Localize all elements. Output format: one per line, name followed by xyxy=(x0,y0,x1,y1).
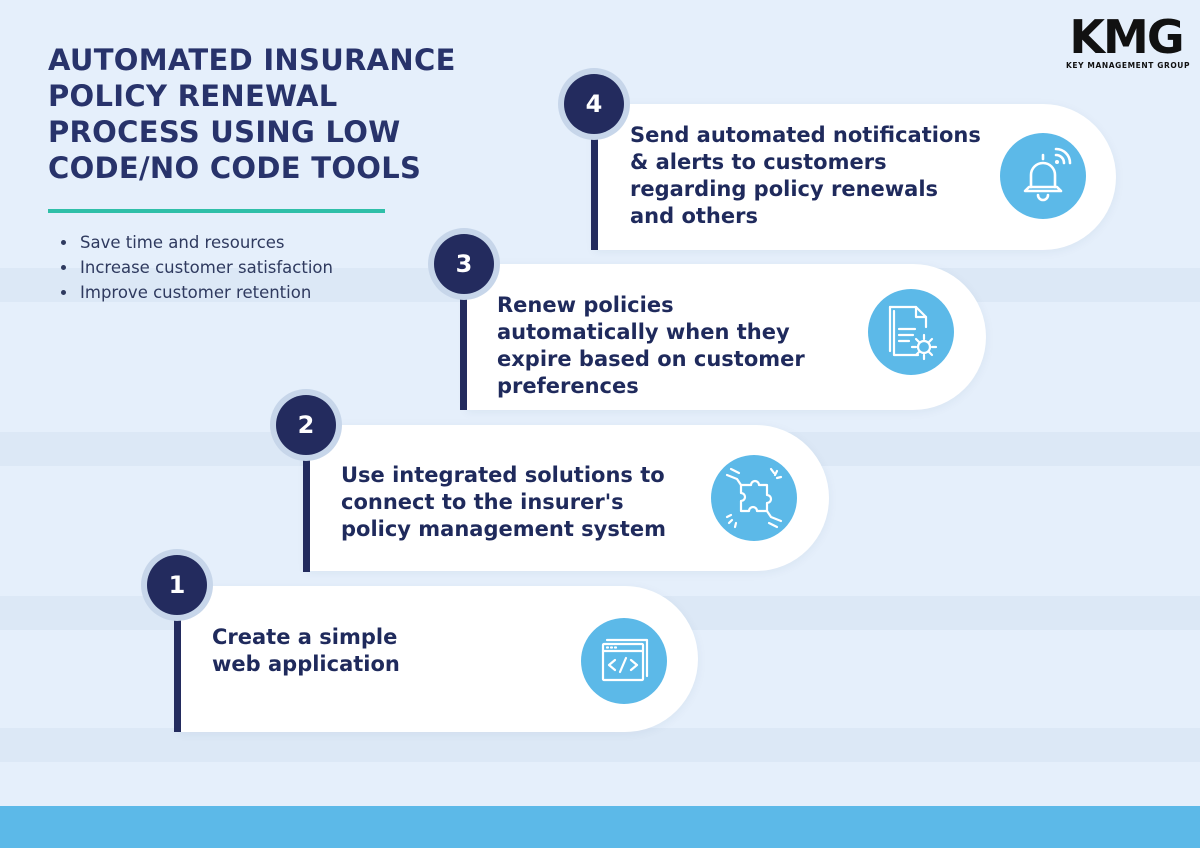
kmg-logo: KMG KEY MANAGEMENT GROUP xyxy=(1066,10,1191,70)
benefit-item: Save time and resources xyxy=(78,230,333,255)
step-badge-ring: 2 xyxy=(270,389,342,461)
step-connector-line xyxy=(460,260,467,410)
background-stripe xyxy=(0,728,1200,762)
step-icon-circle xyxy=(868,289,954,375)
bell-notification-icon xyxy=(1023,147,1072,202)
step-connector-line xyxy=(303,420,310,572)
step-number-badge: 2 xyxy=(276,395,336,455)
step-badge-ring: 4 xyxy=(558,68,630,140)
step-badge-ring: 3 xyxy=(428,228,500,300)
step-connector-line xyxy=(174,580,181,732)
title-line: AUTOMATED INSURANCE xyxy=(48,43,456,77)
logo-subtitle: KEY MANAGEMENT GROUP xyxy=(1066,61,1191,70)
step-icon-circle xyxy=(581,618,667,704)
step-number-badge: 1 xyxy=(147,555,207,615)
benefit-item: Increase customer satisfaction xyxy=(78,255,333,280)
title-divider xyxy=(48,209,385,213)
document-gear-icon xyxy=(888,305,938,361)
title-line: CODE/NO CODE TOOLS xyxy=(48,151,422,185)
puzzle-hands-icon xyxy=(725,467,783,529)
step-text: Renew policies automatically when they e… xyxy=(497,293,805,398)
footer-band xyxy=(0,806,1200,848)
step-icon-circle xyxy=(1000,133,1086,219)
step-text: Use integrated solutions to connect to t… xyxy=(341,463,667,541)
code-window-icon xyxy=(601,638,649,682)
step-text: Create a simple web application xyxy=(212,625,400,676)
page-title: AUTOMATED INSURANCE POLICY RENEWAL PROCE… xyxy=(48,42,518,186)
step-text: Send automated notifications & alerts to… xyxy=(630,123,981,228)
step-connector-line xyxy=(591,100,598,250)
step-icon-circle xyxy=(711,455,797,541)
title-line: POLICY RENEWAL xyxy=(48,79,338,113)
benefits-list: Save time and resources Increase custome… xyxy=(56,230,333,305)
logo-mark: KMG xyxy=(1069,10,1184,64)
benefit-item: Improve customer retention xyxy=(78,280,333,305)
step-badge-ring: 1 xyxy=(141,549,213,621)
step-number-badge: 3 xyxy=(434,234,494,294)
title-line: PROCESS USING LOW xyxy=(48,115,401,149)
step-number-badge: 4 xyxy=(564,74,624,134)
